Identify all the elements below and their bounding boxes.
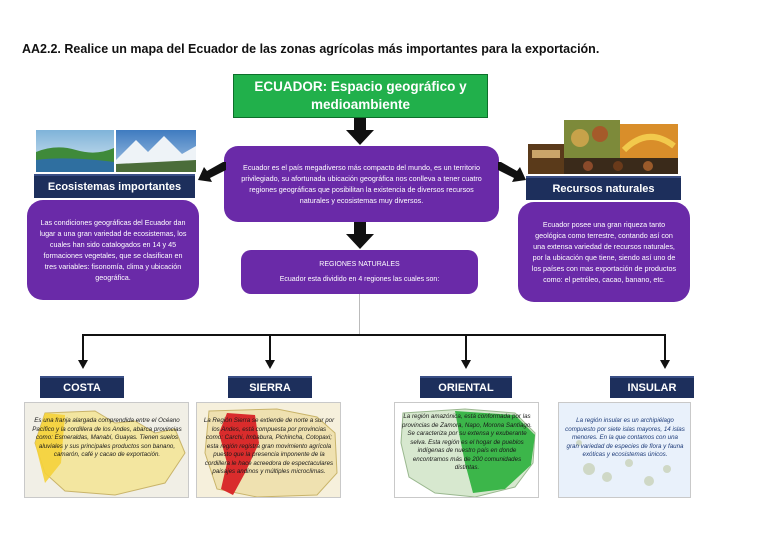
ecosistemas-label-text: Ecosistemas importantes [47, 181, 182, 193]
arrow-down-icon [265, 360, 275, 369]
arrow-right-icon [498, 162, 526, 182]
diagram-title: ECUADOR: Espacio geográfico y medioambie… [254, 79, 467, 112]
map-insular: La región insular es un archipiélago com… [558, 402, 691, 498]
map-costa: Es una franja alargada comprendida entre… [24, 402, 189, 498]
arrow-left-icon [198, 162, 226, 182]
ecosistemas-label: Ecosistemas importantes [34, 174, 195, 198]
arrow-down-icon [461, 360, 471, 369]
region-text-costa: Es una franja alargada comprendida entre… [32, 417, 182, 458]
region-label-oriental: ORIENTAL [420, 376, 512, 398]
connector-insular [664, 334, 666, 362]
region-label-sierra: SIERRA [228, 376, 312, 398]
center-description: Ecuador es el país megadiverso más compa… [241, 163, 482, 205]
map-sierra-shape [204, 408, 338, 497]
connector-vertical [359, 294, 360, 334]
region-text-oriental: La región amazónica, está conformada por… [401, 413, 532, 471]
region-label-text: SIERRA [249, 382, 291, 394]
map-oriental: La región amazónica, está conformada por… [394, 402, 539, 498]
resources-photos [528, 120, 678, 174]
recursos-label-text: Recursos naturales [552, 183, 655, 195]
diagram-title-box: ECUADOR: Espacio geográfico y medioambie… [233, 74, 488, 118]
region-label-text: COSTA [63, 382, 101, 394]
connector-oriental [465, 334, 467, 362]
arrow-down-icon [660, 360, 670, 369]
regiones-description: Ecuador esta dividido en 4 regiones las … [279, 276, 440, 283]
map-costa-shape [34, 410, 186, 496]
map-insular-shape [576, 440, 671, 486]
ecosistemas-description-box: Las condiciones geográficas del Ecuador … [27, 200, 199, 300]
arrow-down-icon [346, 222, 374, 249]
regiones-title: REGIONES NATURALES [319, 261, 400, 268]
region-label-text: ORIENTAL [438, 382, 494, 394]
map-sierra: La Región Sierra se extiende de norte a … [196, 402, 341, 498]
region-text-insular: La región insular es un archipiélago com… [565, 417, 685, 458]
arrow-down-icon [78, 360, 88, 369]
ecosistemas-description: Las condiciones geográficas del Ecuador … [39, 218, 187, 282]
region-label-text: INSULAR [627, 382, 677, 394]
center-description-box: Ecuador es el país megadiverso más compa… [224, 146, 499, 222]
arrow-down-icon [346, 118, 374, 145]
page-heading: AA2.2. Realice un mapa del Ecuador de la… [22, 42, 600, 56]
connector-sierra [269, 334, 271, 362]
connector-costa [82, 334, 84, 362]
recursos-label: Recursos naturales [526, 176, 681, 200]
ecosystem-photos [36, 130, 196, 172]
map-oriental-shape [400, 408, 536, 497]
regiones-box: REGIONES NATURALES Ecuador esta dividido… [241, 250, 478, 294]
recursos-description: Ecuador posee una gran riqueza tanto geo… [531, 220, 677, 284]
connector-horizontal [82, 334, 665, 336]
recursos-description-box: Ecuador posee una gran riqueza tanto geo… [518, 202, 690, 302]
region-label-costa: COSTA [40, 376, 124, 398]
region-label-insular: INSULAR [610, 376, 694, 398]
region-text-sierra: La Región Sierra se extiende de norte a … [203, 417, 335, 475]
